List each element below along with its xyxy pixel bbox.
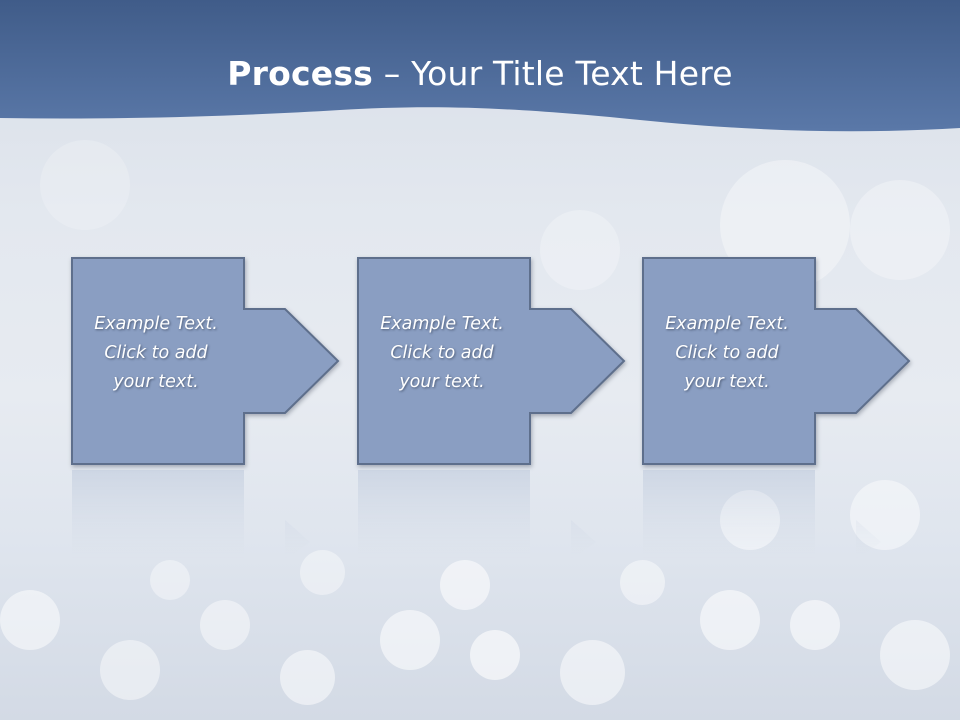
bokeh-light	[100, 640, 160, 700]
bokeh-light	[280, 650, 335, 705]
step-text-line: Example Text.	[94, 314, 218, 334]
bokeh-light	[880, 620, 950, 690]
step-text-line: your text.	[399, 372, 485, 392]
bokeh-light	[850, 180, 950, 280]
step-box-arrow-shape	[642, 257, 911, 465]
step-text-line: Click to add	[675, 343, 779, 363]
bokeh-light	[560, 640, 625, 705]
step-reflection	[358, 470, 596, 560]
step-text-line: your text.	[113, 372, 199, 392]
process-step-3[interactable]: Example Text. Click to add your text.	[641, 256, 911, 468]
title-bold-word: Process	[227, 54, 374, 93]
banner-shape	[0, 0, 960, 132]
step-box-arrow-shape	[71, 257, 340, 465]
step-text[interactable]: Example Text. Click to add your text.	[360, 310, 524, 397]
step-text-line: Click to add	[104, 343, 208, 363]
bokeh-light	[150, 560, 190, 600]
step-text[interactable]: Example Text. Click to add your text.	[645, 310, 809, 397]
step-reflection	[72, 470, 310, 560]
bokeh-light	[40, 140, 130, 230]
bokeh-light	[470, 630, 520, 680]
title-rest: – Your Title Text Here	[373, 54, 733, 93]
step-text-line: your text.	[684, 372, 770, 392]
bokeh-light	[440, 560, 490, 610]
slide-title[interactable]: Process – Your Title Text Here	[0, 52, 960, 96]
process-step-1[interactable]: Example Text. Click to add your text.	[70, 256, 340, 468]
bokeh-light	[620, 560, 665, 605]
step-text-line: Example Text.	[380, 314, 504, 334]
step-reflection	[643, 470, 881, 560]
bokeh-light	[540, 210, 620, 290]
bokeh-light	[790, 600, 840, 650]
bokeh-light	[0, 590, 60, 650]
bokeh-light	[380, 610, 440, 670]
bokeh-light	[700, 590, 760, 650]
process-step-2[interactable]: Example Text. Click to add your text.	[356, 256, 626, 468]
title-banner	[0, 0, 960, 132]
bokeh-light	[200, 600, 250, 650]
step-box-arrow-shape	[357, 257, 626, 465]
step-text-line: Click to add	[390, 343, 494, 363]
step-text-line: Example Text.	[665, 314, 789, 334]
bokeh-light	[300, 550, 345, 595]
step-text[interactable]: Example Text. Click to add your text.	[74, 310, 238, 397]
